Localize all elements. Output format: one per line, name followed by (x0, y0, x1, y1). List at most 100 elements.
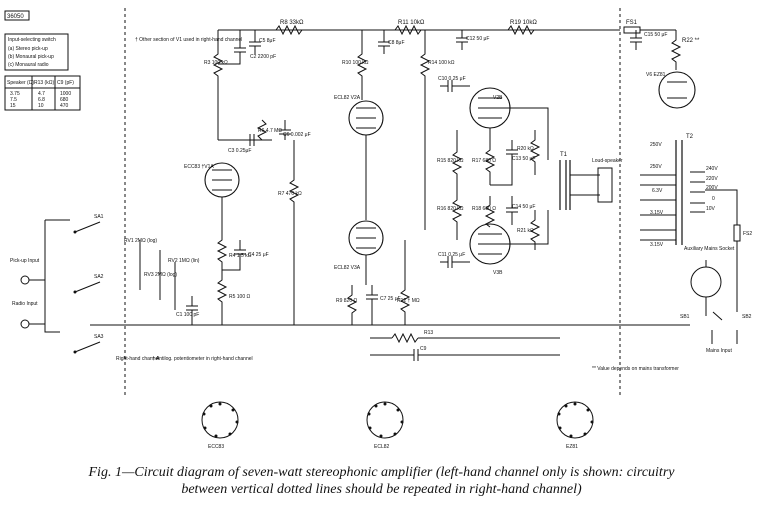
label-t2-6v3: 6.3V (652, 188, 663, 194)
label-c15: C15 50 μF (644, 32, 667, 38)
label-r12: R12 † MΩ (397, 298, 420, 304)
label-r7: R7 470 kΩ (278, 191, 302, 197)
switch-sa2: SA2 (73, 274, 104, 294)
label-t2-200: 200V (706, 185, 718, 191)
label-fs2: FS2 (743, 231, 752, 237)
label-mains-input: Mains Input (706, 348, 732, 354)
label-rv3: RV3 2MΩ (log) (144, 272, 177, 278)
label-sa1: SA1 (94, 214, 104, 220)
label-r14: R14 100 kΩ (428, 60, 455, 66)
table-cell: 470 (60, 103, 69, 109)
caption-line-1: Fig. 1—Circuit diagram of seven-watt ste… (88, 465, 675, 480)
label-v3a: ECL82 V3A (334, 265, 361, 271)
label-fs1: FS1 (626, 20, 638, 26)
label-r20: R20 kΩ (517, 146, 534, 152)
label-c1: C1 100 pF (176, 312, 199, 318)
label-v1a: ECC83 †V1A (184, 164, 214, 170)
label-c2: C2 2200 pF (250, 54, 276, 60)
transformer-t2 (675, 140, 683, 245)
transformer-t1 (559, 160, 571, 210)
label-c7: C7 25 μF (380, 296, 401, 302)
switch-legend-box (4, 33, 69, 71)
label-c10: C10 0.25 μF (438, 76, 466, 82)
label-c11: C11 0.25 μF (438, 252, 465, 258)
base-ecl82: ECL82 (366, 401, 404, 450)
base-ecc83: ECC83 (201, 401, 239, 450)
label-c13: C13 50 μF (512, 156, 535, 162)
label-r22: R22 ** (682, 38, 700, 44)
label-v2a: ECL82 V2A (334, 95, 361, 101)
legend-title: Input-selecting switch (8, 37, 56, 43)
label-rv1: RV1 2MΩ (log) (124, 238, 157, 244)
label-t2-10: 10V (706, 206, 716, 212)
table-cell: 6.8 (38, 97, 45, 103)
fuse-fs2 (733, 224, 741, 242)
label-t2-315b: 3.15V (650, 242, 664, 248)
table-cell: 10 (38, 103, 44, 109)
legend-line-b: (b) Monaural pick-up (8, 54, 54, 60)
label-t2: T2 (686, 134, 694, 140)
label-v6: V6 EZ81 (646, 72, 666, 78)
label-aux-socket: Auxiliary Mains Socket (684, 246, 735, 252)
label-rh-channel: Right-hand channel (116, 356, 159, 362)
label-c4: C4 25 μF (248, 252, 269, 258)
label-r3: R3 100 kΩ (204, 60, 228, 66)
label-t2-0: 0 (712, 196, 715, 202)
label-c12: C12 50 μF (466, 36, 489, 42)
table-cell: 15 (10, 103, 16, 109)
resistor-r11 (394, 24, 422, 36)
label-r17: R17 680 Ω (472, 158, 496, 164)
label-t2-220: 220V (706, 176, 718, 182)
base-ez81-label: EZ81 (566, 444, 578, 450)
label-sa2: SA2 (94, 274, 104, 280)
label-r9: R9 820 Ω (336, 298, 358, 304)
label-c9: C9 (420, 346, 427, 352)
table-cell: 680 (60, 97, 69, 103)
label-r15: R15 820 kΩ (437, 158, 464, 164)
label-r21: R21 kΩ (517, 228, 534, 234)
label-t2-250b: 250V (650, 164, 662, 170)
table-cell: 1000 (60, 91, 71, 97)
label-c8: C8 8μF (388, 40, 405, 46)
label-r13: R13 (424, 330, 433, 336)
legend-line-c: (c) Monaural radio (8, 62, 49, 68)
switch-sa3: SA3 (73, 334, 104, 354)
tube-v6 (658, 71, 696, 109)
label-c14: C14 50 μF (512, 204, 535, 210)
label-c3: C3 0.25μF (228, 148, 251, 154)
label-r6: R6 4.7 MΩ (258, 128, 282, 134)
note-v1-section: † Other section of V1 used in right-hand… (135, 37, 242, 43)
label-r10: R10 100 kΩ (342, 60, 369, 66)
table-cell: 3.75 (10, 91, 20, 97)
label-c6: C6 0.002 μF (283, 132, 311, 138)
table-header-c9: C9 (pF) (57, 80, 74, 86)
table-header-speaker: Speaker (Ω) (7, 80, 34, 86)
label-sb1: SB1 (680, 314, 690, 320)
label-t2-240: 240V (706, 166, 718, 172)
label-r18: R18 680 Ω (472, 206, 496, 212)
label-t2-250a: 250V (650, 142, 662, 148)
label-radio-input: Radio Input (12, 301, 38, 307)
note-mains-value: ** Value depends on mains transformer (592, 366, 679, 372)
fuse-fs1 (623, 26, 641, 34)
legend-line-a: (a) Stereo pick-up (8, 46, 48, 52)
loudspeaker (597, 167, 613, 203)
label-r5: R5 100 Ω (229, 294, 251, 300)
label-r8: R8 33kΩ (280, 20, 304, 26)
drawing-ref: 36050 (7, 14, 24, 20)
switch-sa1: SA1 (73, 214, 104, 234)
table-header-r13: R13 (kΩ) (34, 80, 54, 86)
note-antilog: † Antilog. potentiometer in right-hand c… (152, 356, 253, 362)
label-v2b: V2B (493, 95, 503, 101)
label-pickup-input: Pick-up Input (10, 258, 40, 264)
table-cell: 7.5 (10, 97, 17, 103)
label-loudspeaker: Loud-speaker (592, 158, 623, 164)
label-v3b: V3B (493, 270, 503, 276)
label-t1: T1 (560, 152, 568, 158)
resistor-r8 (275, 24, 303, 36)
base-ecl82-label: ECL82 (374, 444, 390, 450)
base-ez81: EZ81 (556, 401, 594, 450)
label-r11: R11 10kΩ (398, 20, 425, 26)
